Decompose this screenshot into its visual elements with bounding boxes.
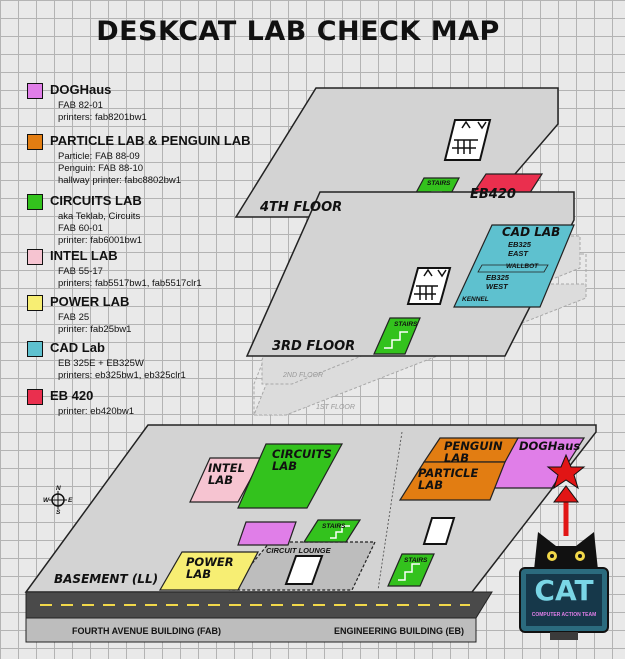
label-eb325-west: EB325 WEST — [486, 273, 509, 291]
stairs-icon — [398, 563, 420, 581]
elevator-icon — [284, 555, 324, 585]
compass-n: N — [56, 485, 61, 492]
legend-name: DOGHaus — [50, 82, 112, 97]
legend-name: PARTICLE LAB & PENGUIN LAB — [50, 133, 251, 148]
compass-w: W — [43, 497, 50, 504]
label-doghaus: DOGHaus — [519, 439, 581, 453]
compass-e: E — [68, 497, 73, 504]
stairs-icon — [384, 331, 408, 349]
label-eb325-east: EB325 EAST — [508, 240, 531, 258]
label-circuits-lab: CIRCUITS LAB — [272, 447, 332, 473]
legend-name: CIRCUITS LAB — [50, 193, 142, 208]
legend-detail: EB 325E + EB325W — [58, 358, 144, 369]
cat-logo-inner — [526, 574, 602, 626]
label-power-lab: POWER LAB — [186, 555, 234, 581]
building-footer — [25, 617, 477, 643]
legend-detail: FAB 60-01 — [58, 223, 103, 234]
legend-detail: aka Teklab, Circuits — [58, 211, 141, 222]
room-power-lab[interactable] — [158, 551, 259, 591]
label-circuit-lounge: CIRCUIT LOUNGE — [266, 546, 331, 555]
label-1st-floor: 1ST FLOOR — [316, 404, 355, 411]
cat-logo-stand — [550, 632, 578, 640]
label-particle-lab: PARTICLE LAB — [418, 466, 479, 492]
label-cad-lab: CAD LAB — [502, 225, 561, 239]
label-4th-floor: 4TH FLOOR — [260, 200, 343, 215]
legend-swatch — [27, 83, 43, 99]
legend-detail: FAB 25 — [58, 312, 90, 323]
compass — [49, 491, 67, 509]
marker-arrow-head — [553, 485, 579, 503]
compass-s: S — [56, 509, 61, 516]
cad-divider — [477, 264, 549, 273]
legend-name: INTEL LAB — [50, 248, 118, 263]
legend-swatch — [27, 341, 43, 357]
legend-swatch — [27, 249, 43, 265]
label-eb420: EB420 — [470, 187, 516, 202]
legend-detail: printer: eb420bw1 — [58, 406, 135, 417]
legend-swatch — [27, 389, 43, 405]
label-kennel: KENNEL — [462, 296, 489, 303]
legend-swatch — [27, 134, 43, 150]
label-stairs-3rd: STAIRS — [394, 321, 418, 328]
stairs-3rd[interactable] — [373, 317, 421, 355]
legend-swatch — [27, 194, 43, 210]
label-penguin-lab: PENGUIN LAB — [444, 439, 503, 465]
legend-detail: hallway printer: fabc8802bw1 — [58, 175, 182, 186]
map-title: DESKCAT LAB CHECK MAP — [96, 16, 500, 47]
label-wallbot: WALLBOT — [506, 263, 539, 270]
label-basement: BASEMENT (LL) — [54, 572, 159, 586]
doghaus-star-marker — [546, 453, 586, 490]
label-intel-lab: INTEL LAB — [208, 461, 245, 487]
restroom-icon — [237, 521, 297, 546]
legend-name: EB 420 — [50, 388, 94, 403]
label-2nd-floor: 2ND FLOOR — [283, 372, 324, 379]
legend-detail: printer: fab6001bw1 — [58, 235, 142, 246]
legend-detail: printers: fab5517bw1, fab5517clr1 — [58, 278, 202, 289]
room-circuits-lab[interactable] — [237, 443, 344, 509]
room-particle-lab[interactable] — [398, 461, 506, 501]
legend-detail: printers: fab8201bw1 — [58, 112, 147, 123]
legend-detail: Particle: FAB 88-09 — [58, 151, 140, 162]
stairs-icon — [330, 525, 350, 539]
label-fab-building: FOURTH AVENUE BUILDING (FAB) — [72, 626, 221, 636]
legend-detail: FAB 55-17 — [58, 266, 103, 277]
label-3rd-floor: 3RD FLOOR — [272, 339, 356, 354]
label-stairs-eb: STAIRS — [404, 557, 428, 564]
legend-name: CAD Lab — [50, 340, 105, 355]
legend-detail: FAB 82-01 — [58, 100, 103, 111]
cat-mascot — [534, 532, 598, 570]
legend-detail: printer: fab25bw1 — [58, 324, 132, 335]
elevator-glyph — [452, 120, 487, 154]
building-divider — [377, 431, 403, 591]
cat-logo-subtitle: COMPUTER ACTION TEAM — [531, 612, 597, 618]
legend-detail: printers: eb325bw1, eb325clr1 — [58, 370, 186, 381]
legend-name: POWER LAB — [50, 294, 130, 309]
legend-detail: Penguin: FAB 88-10 — [58, 163, 144, 174]
elevator-icon — [422, 517, 456, 545]
label-stairs-4th: STAIRS — [427, 180, 451, 187]
stairs-basement-eb[interactable] — [387, 553, 435, 587]
legend-swatch — [27, 295, 43, 311]
label-eb-building: ENGINEERING BUILDING (EB) — [334, 626, 465, 636]
label-stairs-fab: STAIRS — [322, 523, 346, 530]
room-intel-lab[interactable] — [189, 457, 264, 503]
cat-logo-text: CAT — [534, 574, 594, 607]
elevator-glyph — [414, 268, 447, 300]
